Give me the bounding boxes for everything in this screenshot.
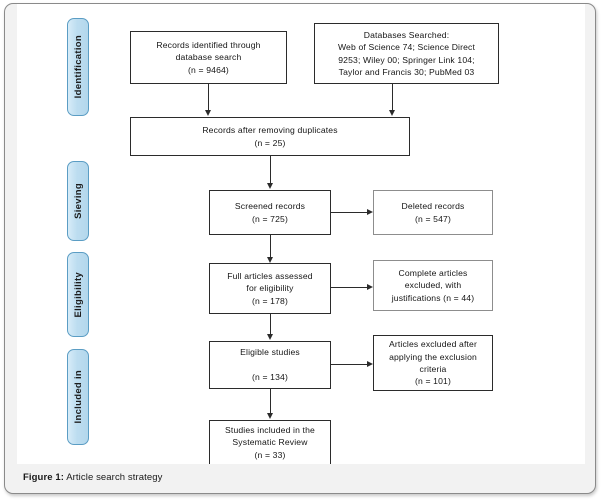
connector-eligible-to-included [270, 389, 271, 415]
stage-tab-label: Identification [72, 35, 84, 99]
connector-eligible-to-excludedcriteria [331, 364, 367, 365]
arrowhead-identified-to-duplicates [204, 110, 211, 116]
box-studies-included-text: Studies included in the Systematic Revie… [225, 424, 315, 460]
arrowhead-fullarticles-to-eligible [266, 334, 273, 340]
arrowhead-eligible-to-excludedcriteria [367, 360, 373, 367]
arrowhead-eligible-to-included [266, 413, 273, 419]
box-records-identified-text: Records identified through database sear… [156, 39, 261, 75]
figure-caption: Figure 1: Article search strategy [23, 472, 163, 483]
figure-canvas: Identification Sieving Eligibility Inclu… [17, 4, 585, 464]
connector-identified-to-duplicates [208, 84, 209, 112]
box-records-after-duplicates: Records after removing duplicates (n = 2… [130, 117, 410, 156]
box-deleted-records-text: Deleted records (n = 547) [401, 201, 465, 224]
arrowhead-fullarticles-to-excluded [367, 283, 373, 290]
connector-fullarticles-to-excluded [331, 287, 367, 288]
box-complete-articles-excluded-text: Complete articles excluded, with justifi… [391, 267, 475, 303]
figure-caption-text: Article search strategy [64, 472, 163, 483]
box-full-articles-assessed: Full articles assessed for eligibility (… [209, 263, 331, 314]
arrowhead-databases-to-duplicates [388, 110, 395, 116]
figure-caption-label: Figure 1: [23, 472, 65, 483]
box-screened-records: Screened records (n = 725) [209, 190, 331, 235]
arrowhead-screened-to-fullarticles [266, 257, 273, 263]
box-articles-excluded-criteria-text: Articles excluded after applying the exc… [389, 339, 477, 387]
box-databases-searched-text: Databases Searched: Web of Science 74; S… [337, 29, 476, 77]
box-eligible-studies-text: Eligible studies (n = 134) [240, 347, 300, 383]
box-studies-included: Studies included in the Systematic Revie… [209, 420, 331, 464]
connector-duplicates-to-screened [270, 156, 271, 185]
box-records-identified: Records identified through database sear… [130, 31, 287, 84]
connector-screened-to-deleted [331, 212, 367, 213]
box-databases-searched: Databases Searched: Web of Science 74; S… [314, 23, 499, 84]
figure-card: Identification Sieving Eligibility Inclu… [4, 3, 596, 494]
stage-tab-label: Eligibility [72, 271, 84, 318]
box-articles-excluded-criteria: Articles excluded after applying the exc… [373, 335, 493, 391]
box-complete-articles-excluded: Complete articles excluded, with justifi… [373, 260, 493, 311]
stage-tab-identification: Identification [67, 18, 89, 116]
stage-tab-sieving: Sieving [67, 161, 89, 241]
box-eligible-studies: Eligible studies (n = 134) [209, 341, 331, 389]
connector-databases-to-duplicates [392, 84, 393, 112]
connector-screened-to-fullarticles [270, 235, 271, 259]
stage-tab-label: Included in [72, 370, 84, 424]
box-deleted-records: Deleted records (n = 547) [373, 190, 493, 235]
stage-tab-included: Included in [67, 349, 89, 445]
arrowhead-screened-to-deleted [367, 208, 373, 215]
box-records-after-duplicates-text: Records after removing duplicates (n = 2… [202, 125, 338, 148]
arrowhead-duplicates-to-screened [266, 183, 273, 189]
box-screened-records-text: Screened records (n = 725) [234, 201, 306, 224]
stage-tab-eligibility: Eligibility [67, 252, 89, 337]
connector-fullarticles-to-eligible [270, 314, 271, 336]
box-full-articles-assessed-text: Full articles assessed for eligibility (… [227, 270, 313, 306]
stage-tab-label: Sieving [72, 183, 84, 219]
